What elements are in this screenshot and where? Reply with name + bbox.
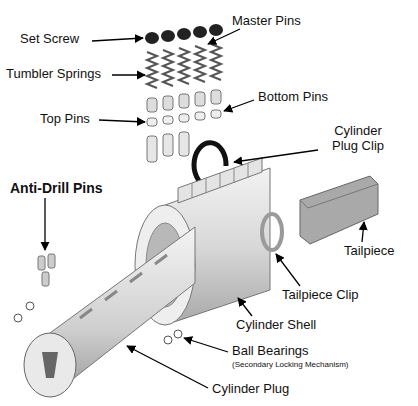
part-label: Master Pins [232, 14, 301, 29]
part-label: Set Screw [20, 32, 79, 47]
part-label: Tumbler Springs [6, 67, 101, 82]
part-label: Cylinder Shell [236, 318, 316, 333]
anti-drill-pins [38, 254, 55, 286]
part-label: Ball Bearings [232, 344, 309, 359]
part-label: Tailpiece [344, 244, 395, 259]
part-label: Top Pins [40, 112, 90, 127]
part-label: Cylinder Plug [212, 382, 289, 397]
part-label: Cylinder Plug Clip [322, 124, 394, 154]
cylinder-plug [24, 227, 195, 397]
tailpiece-clip [262, 214, 282, 250]
part-label: Bottom Pins [258, 90, 328, 105]
leader-lines [45, 29, 364, 388]
part-label: (Secondary Locking Mechanism) [232, 360, 349, 369]
tailpiece [300, 176, 378, 244]
part-label: Anti-Drill Pins [10, 180, 103, 196]
ball-bearings [14, 302, 182, 344]
part-label: Tailpiece Clip [282, 288, 359, 303]
